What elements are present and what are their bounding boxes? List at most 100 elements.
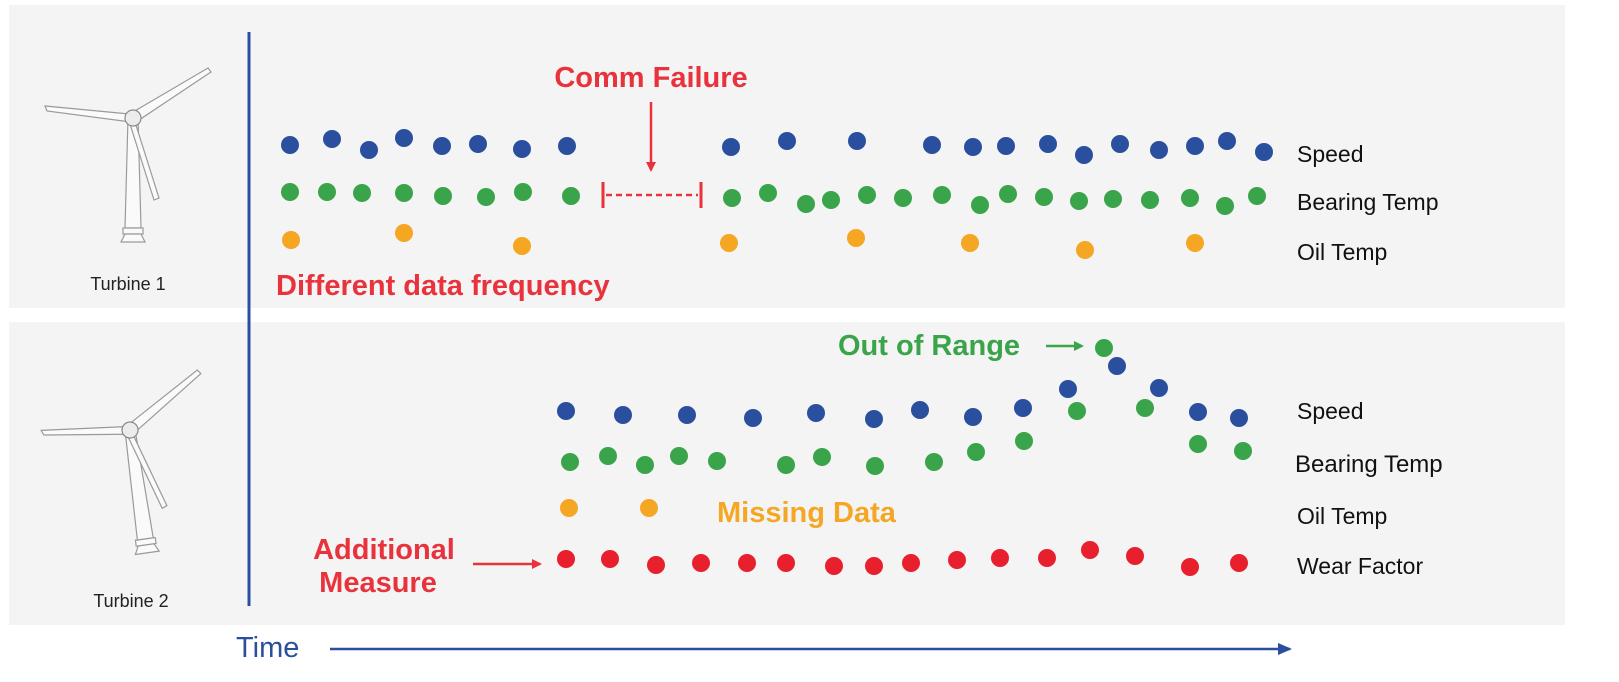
speed-data-point bbox=[1230, 409, 1248, 427]
oil-data-point bbox=[395, 224, 413, 242]
different-frequency-label: Different data frequency bbox=[276, 270, 610, 302]
speed-data-point bbox=[1150, 379, 1168, 397]
wear-data-point bbox=[902, 554, 920, 572]
speed-data-point bbox=[1150, 141, 1168, 159]
speed-data-point bbox=[1039, 135, 1057, 153]
bearing-data-point bbox=[1141, 191, 1159, 209]
series-label-oil-temp: Oil Temp bbox=[1297, 503, 1387, 529]
missing-data-label: Missing Data bbox=[717, 497, 897, 529]
wear-data-point bbox=[865, 557, 883, 575]
oil-data-point bbox=[961, 234, 979, 252]
series-label-wear-factor: Wear Factor bbox=[1297, 553, 1423, 579]
wear-data-point bbox=[1230, 554, 1248, 572]
speed-data-point bbox=[744, 409, 762, 427]
speed-data-point bbox=[1108, 357, 1126, 375]
bearing-data-point bbox=[636, 456, 654, 474]
bearing-data-point bbox=[999, 185, 1017, 203]
bearing-data-point bbox=[858, 186, 876, 204]
bearing-data-point bbox=[1189, 435, 1207, 453]
wear-data-point bbox=[1181, 558, 1199, 576]
bearing-data-point bbox=[1095, 339, 1113, 357]
speed-data-point bbox=[911, 401, 929, 419]
speed-data-point bbox=[722, 138, 740, 156]
wear-data-point bbox=[557, 550, 575, 568]
speed-data-point bbox=[433, 137, 451, 155]
wear-data-point bbox=[948, 551, 966, 569]
speed-data-point bbox=[1218, 132, 1236, 150]
speed-data-point bbox=[1255, 143, 1273, 161]
speed-data-point bbox=[923, 136, 941, 154]
speed-data-point bbox=[997, 137, 1015, 155]
out-of-range-label: Out of Range bbox=[838, 330, 1020, 362]
bearing-data-point bbox=[281, 183, 299, 201]
bearing-data-point bbox=[723, 189, 741, 207]
series-label-bearing-temp: Bearing Temp bbox=[1295, 451, 1443, 478]
bearing-data-point bbox=[1234, 442, 1252, 460]
bearing-data-point bbox=[477, 188, 495, 206]
wear-data-point bbox=[738, 554, 756, 572]
bearing-data-point bbox=[822, 191, 840, 209]
speed-data-point bbox=[469, 135, 487, 153]
wear-data-point bbox=[777, 554, 795, 572]
bearing-data-point bbox=[353, 184, 371, 202]
speed-data-point bbox=[281, 136, 299, 154]
speed-data-point bbox=[513, 140, 531, 158]
speed-data-point bbox=[558, 137, 576, 155]
bearing-data-point bbox=[925, 453, 943, 471]
oil-data-point bbox=[282, 231, 300, 249]
bearing-data-point bbox=[670, 447, 688, 465]
speed-data-point bbox=[1075, 146, 1093, 164]
bearing-data-point bbox=[1104, 190, 1122, 208]
speed-data-point bbox=[1014, 399, 1032, 417]
wear-data-point bbox=[825, 557, 843, 575]
wear-data-point bbox=[647, 556, 665, 574]
speed-data-point bbox=[865, 410, 883, 428]
speed-data-point bbox=[964, 138, 982, 156]
comm-failure-label: Comm Failure bbox=[554, 62, 747, 94]
wind-turbine-icon bbox=[35, 369, 226, 566]
bearing-data-point bbox=[777, 456, 795, 474]
speed-data-point bbox=[557, 402, 575, 420]
oil-data-point bbox=[1076, 241, 1094, 259]
oil-data-point bbox=[640, 499, 658, 517]
wear-data-point bbox=[601, 550, 619, 568]
speed-data-point bbox=[848, 132, 866, 150]
oil-data-point bbox=[847, 229, 865, 247]
bearing-data-point bbox=[434, 187, 452, 205]
speed-data-point bbox=[614, 406, 632, 424]
bearing-data-point bbox=[759, 184, 777, 202]
oil-data-point bbox=[513, 237, 531, 255]
bearing-data-point bbox=[708, 452, 726, 470]
bearing-data-point bbox=[1070, 192, 1088, 210]
wear-data-point bbox=[692, 554, 710, 572]
bearing-data-point bbox=[866, 457, 884, 475]
wear-data-point bbox=[1038, 549, 1056, 567]
bearing-data-point bbox=[1136, 399, 1154, 417]
oil-data-point bbox=[1186, 234, 1204, 252]
series-label-bearing-temp: Bearing Temp bbox=[1297, 189, 1439, 215]
speed-data-point bbox=[964, 408, 982, 426]
bearing-data-point bbox=[514, 183, 532, 201]
bearing-data-point bbox=[1015, 432, 1033, 450]
additional-measure-label-line1: Additional bbox=[313, 534, 455, 566]
bearing-data-point bbox=[967, 443, 985, 461]
speed-data-point bbox=[1059, 380, 1077, 398]
speed-data-point bbox=[778, 132, 796, 150]
bearing-data-point bbox=[1035, 188, 1053, 206]
bearing-data-point bbox=[318, 183, 336, 201]
comm-failure-gap-marker bbox=[601, 182, 703, 208]
wear-data-point bbox=[1081, 541, 1099, 559]
bearing-data-point bbox=[1248, 187, 1266, 205]
turbine-label: Turbine 2 bbox=[93, 591, 168, 611]
bearing-data-point bbox=[395, 184, 413, 202]
oil-data-point bbox=[560, 499, 578, 517]
speed-data-point bbox=[1186, 137, 1204, 155]
bearing-data-point bbox=[1181, 189, 1199, 207]
series-label-speed: Speed bbox=[1297, 398, 1364, 424]
wind-turbine-icon bbox=[44, 67, 212, 243]
additional-measure-label-line2: Measure bbox=[319, 567, 437, 599]
speed-data-point bbox=[323, 130, 341, 148]
speed-data-point bbox=[678, 406, 696, 424]
bearing-data-point bbox=[971, 196, 989, 214]
